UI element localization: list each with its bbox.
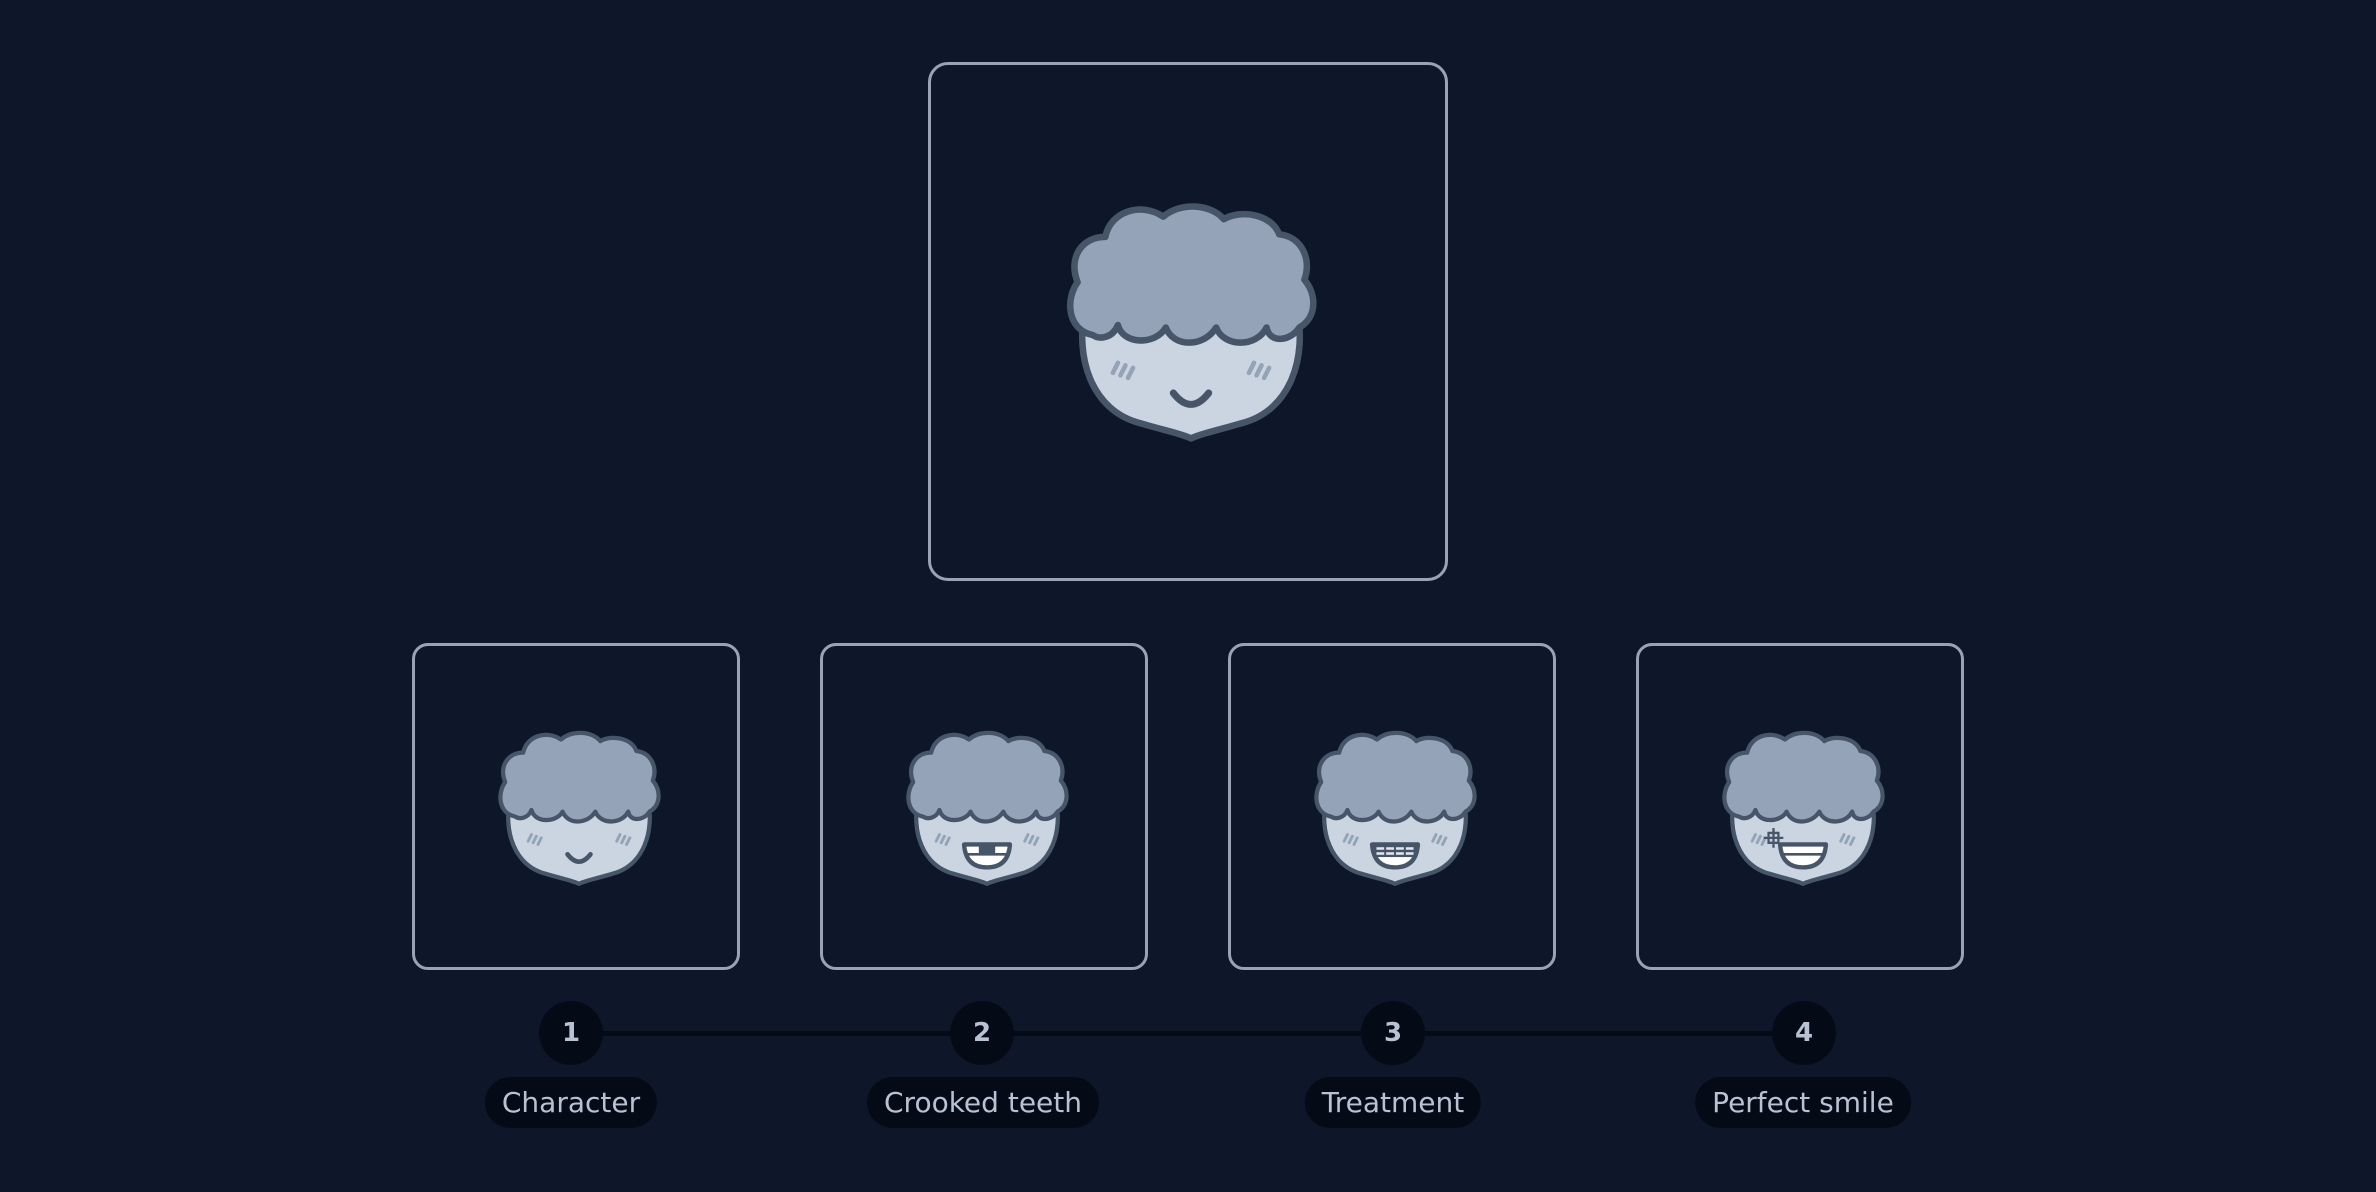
step-thumbnail-character[interactable] <box>412 643 740 970</box>
timeline-connector <box>570 1031 1805 1036</box>
step-thumbnail-crooked-teeth[interactable] <box>820 643 1148 970</box>
step-label-perfect-smile: Perfect smile <box>1695 1077 1911 1128</box>
step-number-1[interactable]: 1 <box>539 1001 603 1065</box>
step-label-crooked-teeth: Crooked teeth <box>867 1077 1099 1128</box>
step-number-4[interactable]: 4 <box>1772 1001 1836 1065</box>
step-thumbnail-treatment[interactable] <box>1228 643 1556 970</box>
step-number-3[interactable]: 3 <box>1361 1001 1425 1065</box>
crooked-teeth-icon <box>905 728 1069 892</box>
braces-icon <box>1313 728 1477 892</box>
step-label-treatment: Treatment <box>1304 1077 1482 1128</box>
character-smile-icon <box>497 728 661 892</box>
main-preview-frame[interactable] <box>928 62 1448 581</box>
step-label-character: Character <box>484 1077 658 1128</box>
step-number-2[interactable]: 2 <box>950 1001 1014 1065</box>
step-thumbnail-perfect-smile[interactable] <box>1636 643 1964 970</box>
character-smile-icon <box>1065 199 1317 451</box>
perfect-smile-icon <box>1721 728 1885 892</box>
